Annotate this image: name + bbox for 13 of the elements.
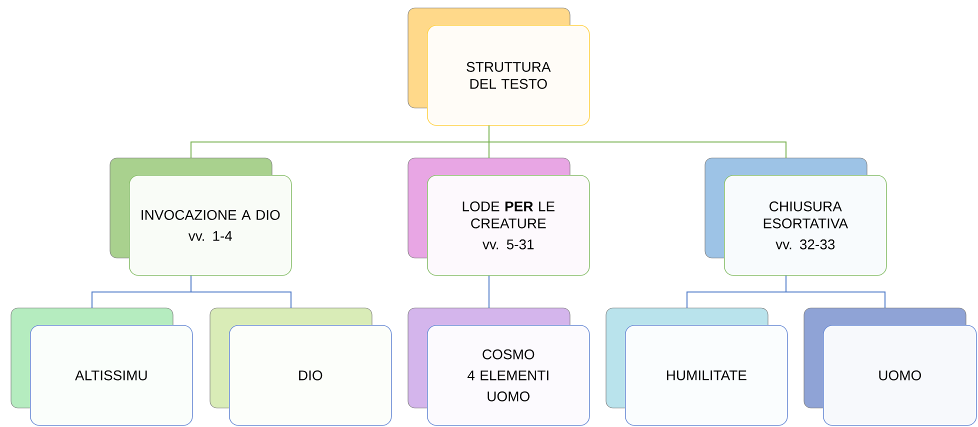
card: INVOCAZIONE A DIO vv. 1-4 <box>110 158 292 276</box>
card: CHIUSURA ESORTATIVA vv. 32-33 <box>704 158 887 276</box>
card: ALTISSIMU <box>10 308 193 426</box>
card: DIO <box>210 308 392 426</box>
connector <box>786 275 886 308</box>
connector <box>488 275 490 308</box>
card: STRUTTURA DEL TESTO <box>408 8 590 126</box>
card: HUMILITATE <box>606 308 788 426</box>
connector <box>190 275 292 308</box>
card: LODE PER LE CREATURE vv. 5-31 <box>408 158 590 276</box>
card: UOMO <box>804 308 977 426</box>
card: COSMO 4 ELEMENTI UOMO <box>408 308 590 426</box>
connector <box>488 125 786 158</box>
